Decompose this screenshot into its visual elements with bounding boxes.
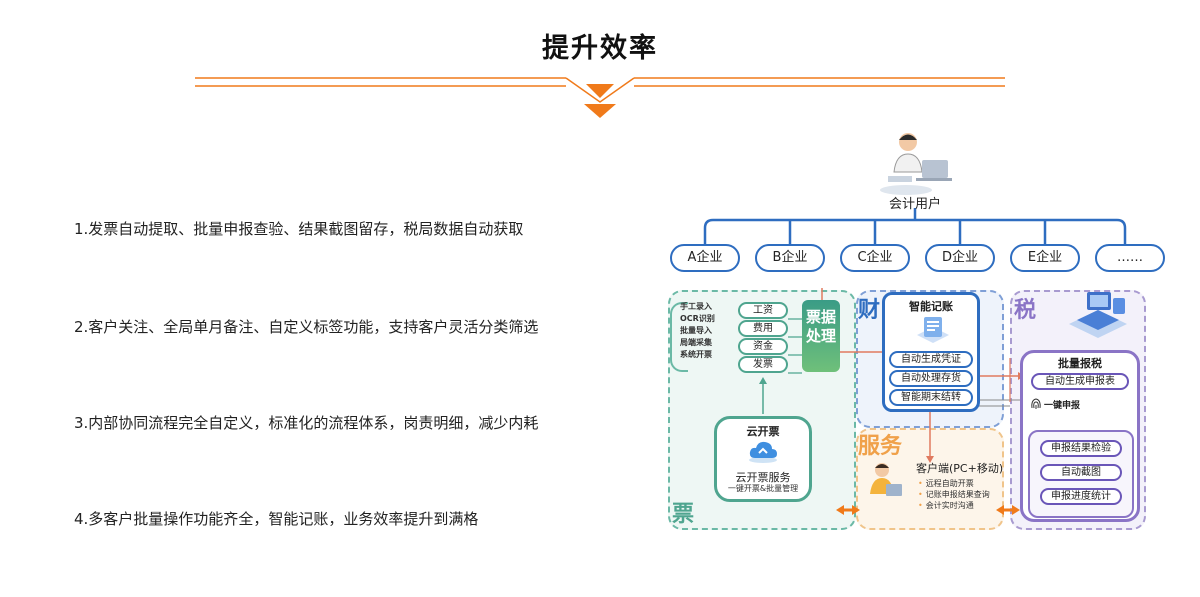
enterprise-c: C企业 <box>840 244 910 272</box>
item-expense: 费用 <box>738 320 788 337</box>
client-feature: 远程自助开票 <box>918 478 990 489</box>
client-feature: 会计实时沟通 <box>918 500 990 511</box>
feature-point-2: 2.客户关注、全局单月备注、自定义标签功能，支持客户灵活分类筛选 <box>74 318 539 336</box>
cloud-invoice-title: 云开票 <box>746 425 780 438</box>
user-label: 会计用户 <box>888 197 941 212</box>
source-item: 手工录入 <box>680 302 712 311</box>
batch-tax-title: 批量报税 <box>1058 357 1102 370</box>
title-decoration <box>195 77 1005 118</box>
piao-zone-char: 票 <box>672 502 695 527</box>
auto-voucher: 自动生成凭证 <box>889 351 973 368</box>
shui-zone-char: 税 <box>1014 298 1037 323</box>
feature-point-1: 1.发票自动提取、批量申报查验、结果截图留存，税局数据自动获取 <box>74 220 524 238</box>
cloud-icon <box>749 441 777 463</box>
enterprise-more: …… <box>1095 244 1165 272</box>
sources-bracket <box>670 302 688 372</box>
cloud-invoice-box: 云开票 云开票服务 一键开票&批量管理 <box>714 416 812 502</box>
smart-bookkeeping-box: 智能记账 自动生成凭证 自动处理存货 智能期末结转 <box>882 292 980 412</box>
cloud-invoice-service: 云开票服务 <box>735 471 791 484</box>
source-item: 局端采集 <box>680 338 712 347</box>
enterprise-a: A企业 <box>670 244 740 272</box>
cai-zone-char: 财 <box>858 298 881 323</box>
declaration-results-box: 申报结果检验 自动截图 申报进度统计 <box>1028 430 1134 518</box>
auto-inventory: 自动处理存货 <box>889 370 973 387</box>
smart-bookkeeping-title: 智能记账 <box>909 300 953 313</box>
architecture-diagram: 会计用户 A企业 B企业 C企业 D企业 E企业 …… 手工录入 OCR识别 批… <box>660 120 1165 540</box>
result-check: 申报结果检验 <box>1040 440 1122 457</box>
source-list: 手工录入 OCR识别 批量导入 局端采集 系统开票 <box>680 301 715 361</box>
client-user-icon <box>870 463 902 496</box>
item-invoice: 发票 <box>738 356 788 373</box>
fingerprint-icon <box>1031 398 1041 409</box>
client-feature: 记账申报结果查询 <box>918 489 990 500</box>
one-key-declare: 一键申报 <box>1044 401 1081 411</box>
source-item: 批量导入 <box>680 326 712 335</box>
enterprise-b: B企业 <box>755 244 825 272</box>
tax-server-icon <box>1069 292 1127 338</box>
feature-point-3: 3.内部协同流程完全自定义，标准化的流程体系，岗责明细，减少内耗 <box>74 414 539 432</box>
client-end-title: 客户端(PC+移动) <box>916 462 1004 475</box>
cloud-invoice-desc: 一键开票&批量管理 <box>727 484 799 493</box>
auto-screenshot: 自动截图 <box>1040 464 1122 481</box>
source-item: 系统开票 <box>680 350 712 359</box>
smart-period-end: 智能期末结转 <box>889 389 973 406</box>
source-item: OCR识别 <box>680 314 715 323</box>
client-features: 远程自助开票 记账申报结果查询 会计实时沟通 <box>918 478 990 511</box>
progress-stats: 申报进度统计 <box>1040 488 1122 505</box>
feature-point-4: 4.多客户批量操作功能齐全，智能记账，业务效率提升到满格 <box>74 510 479 528</box>
bill-processing-block: 票据处理 <box>802 300 840 372</box>
auto-declaration-form: 自动生成申报表 <box>1031 373 1129 390</box>
bookkeeping-icon <box>917 317 949 343</box>
enterprise-e: E企业 <box>1010 244 1080 272</box>
fuwu-zone-char: 服务 <box>858 434 903 459</box>
page-title: 提升效率 <box>542 33 658 64</box>
enterprise-d: D企业 <box>925 244 995 272</box>
item-salary: 工资 <box>738 302 788 319</box>
item-funds: 资金 <box>738 338 788 355</box>
accountant-user-icon <box>880 133 952 195</box>
